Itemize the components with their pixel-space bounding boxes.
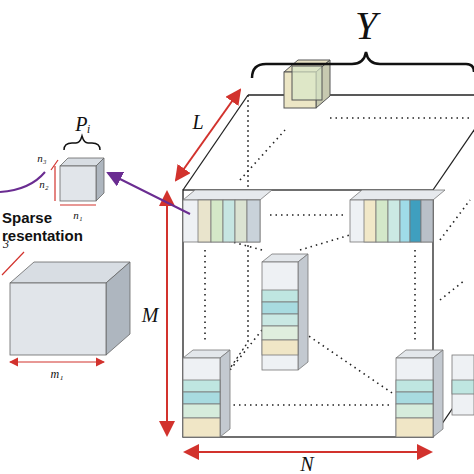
caption-text: resentation xyxy=(2,228,83,245)
dimension-label: L xyxy=(192,111,203,133)
tensor-label: Y xyxy=(355,4,377,48)
dimension-label: Pᵢ xyxy=(75,113,90,135)
dimension-label: n₁ xyxy=(73,209,82,221)
dimension-label: n₃ xyxy=(37,152,46,164)
dimension-label: 3 xyxy=(3,238,9,251)
dimension-label: N xyxy=(300,453,313,474)
dimension-label: n₂ xyxy=(39,178,48,190)
dimension-label: m₁ xyxy=(51,368,64,381)
caption-text: Sparse xyxy=(2,210,52,227)
dimension-label: M xyxy=(142,304,159,326)
